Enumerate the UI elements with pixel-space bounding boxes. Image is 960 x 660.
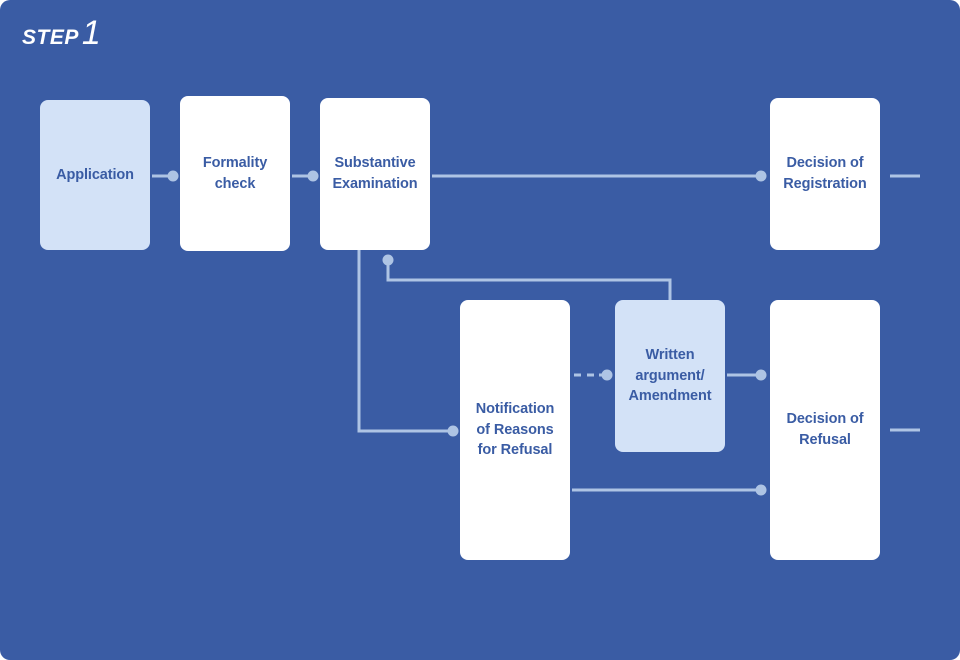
step-number: 1 [81, 14, 102, 52]
node-application[interactable]: Application [40, 100, 150, 250]
node-substantive-examination[interactable]: Substantive Examination [320, 98, 430, 250]
node-written-argument-amendment[interactable]: Written argument/ Amendment [615, 300, 725, 452]
node-notification-of-reasons-for-refusal[interactable]: Notification of Reasons for Refusal [460, 300, 570, 560]
node-decision-of-registration[interactable]: Decision of Registration [770, 98, 880, 250]
node-formality-check[interactable]: Formality check [180, 96, 290, 251]
node-decision-of-refusal[interactable]: Decision of Refusal [770, 300, 880, 560]
step-word: STEP [22, 26, 79, 49]
